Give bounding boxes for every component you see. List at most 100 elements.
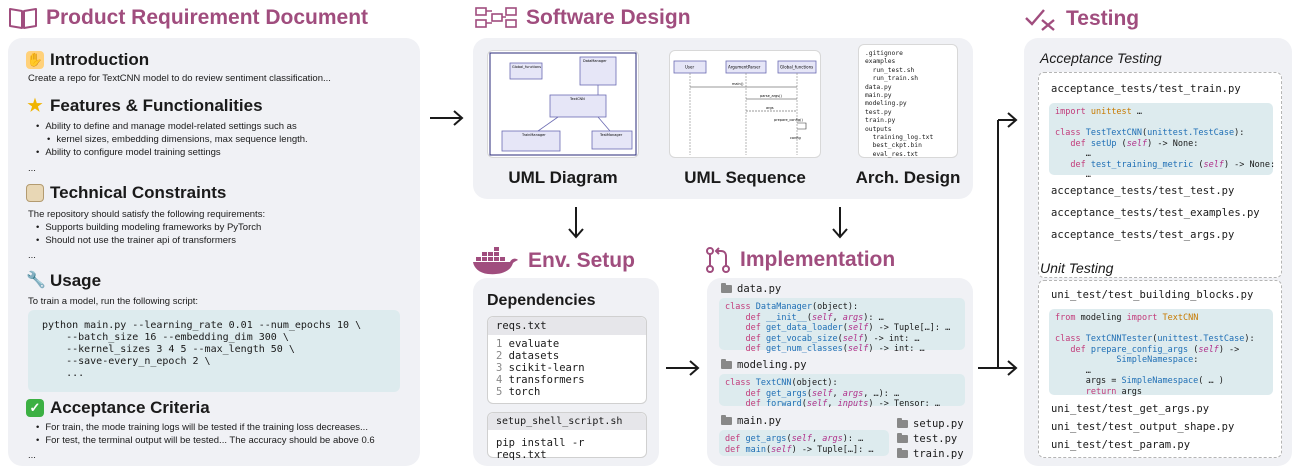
arch-design-label: Arch. Design: [855, 168, 961, 187]
train-file-label: train.py: [897, 448, 964, 460]
uml-class-name: TestManager: [599, 133, 623, 137]
seq-message: main(): [732, 82, 744, 86]
uml-diagram-figure: Global_functions DataManager TextCNN Tra…: [489, 52, 637, 156]
acceptance-more: ...: [28, 450, 36, 461]
usage-text: To train a model, run the following scri…: [28, 296, 199, 307]
uml-diagram-card: Global_functions DataManager TextCNN Tra…: [487, 50, 639, 158]
intro-heading: ✋ Introduction: [26, 50, 150, 69]
features-list: Ability to define and manage model-relat…: [36, 120, 308, 159]
constraints-item: Supports building modeling frameworks by…: [36, 221, 261, 234]
check-icon: ✓: [26, 399, 44, 417]
arrow-down-icon: [568, 207, 584, 239]
modeling-file-label: modeling.py: [721, 359, 807, 371]
test-file: uni_test/test_param.py: [1051, 439, 1191, 451]
arch-tree-item: test.py: [865, 108, 892, 116]
arch-tree-item: eval_res.txt: [865, 150, 919, 158]
uml-class-name: TrainManager: [521, 133, 546, 137]
arch-tree-item: run_train.sh: [865, 75, 919, 83]
acceptance-list: For train, the mode training logs will b…: [36, 421, 374, 447]
seq-message: parse_args(): [760, 94, 782, 98]
features-heading: ★ Features & Functionalities: [27, 96, 263, 115]
main-file-label: main.py: [721, 415, 781, 427]
features-item: Ability to define and manage model-relat…: [36, 120, 308, 133]
wave-icon: ✋: [26, 51, 44, 69]
uml-diagram-label: UML Diagram: [508, 168, 618, 187]
test-file: acceptance_tests/test_train.py: [1051, 83, 1241, 95]
dependencies-heading: Dependencies: [487, 292, 596, 309]
constraints-heading: Technical Constraints: [26, 183, 226, 203]
folder-icon: [897, 448, 908, 458]
reqs-list: 1 evaluate 2 datasets 3 scikit-learn 4 t…: [488, 335, 646, 401]
arch-tree-item: modeling.py: [865, 100, 907, 108]
req-item: 1 evaluate: [496, 338, 560, 350]
req-item: 3 scikit-learn: [496, 362, 585, 374]
arch-tree-item: outputs: [865, 125, 892, 133]
constraints-text: The repository should satisfy the follow…: [28, 209, 266, 220]
arch-tree-item: examples: [865, 58, 896, 66]
implementation-title: Implementation: [704, 246, 895, 274]
bracket-arrow: [978, 112, 1018, 376]
test-file: acceptance_tests/test_examples.py: [1051, 207, 1260, 219]
test-file: uni_test/test_output_shape.py: [1051, 421, 1235, 433]
implementation-panel: data.py class DataManager(object): def _…: [707, 278, 973, 466]
features-more: ...: [28, 163, 36, 174]
shell-command: pip install -r reqs.txt: [496, 437, 585, 461]
reqs-file-card: reqs.txt 1 evaluate 2 datasets 3 scikit-…: [487, 316, 647, 404]
arrow-right-icon: [430, 110, 464, 126]
unit-testing-heading: Unit Testing: [1040, 260, 1114, 276]
usage-heading: 🔧 Usage: [26, 271, 102, 290]
uml-sequence-figure: User ArgumentParser Global_functions mai…: [673, 60, 817, 155]
check-cross-icon: [1025, 9, 1055, 31]
intro-text: Create a repo for TextCNN model to do re…: [28, 73, 331, 84]
unit-tests-box: uni_test/test_building_blocks.py from mo…: [1038, 280, 1282, 458]
uml-sequence-card: User ArgumentParser Global_functions mai…: [669, 50, 821, 158]
usage-code: python main.py --learning_rate 0.01 --nu…: [28, 310, 400, 392]
folder-icon: [897, 418, 908, 428]
constraints-more: ...: [28, 250, 36, 261]
acceptance-item: For test, the terminal output will be te…: [36, 434, 374, 447]
data-code: class DataManager(object): def __init__(…: [719, 298, 965, 354]
reqs-file-name: reqs.txt: [488, 317, 646, 335]
main-code: def get_args(self, args): … def main(sel…: [719, 430, 889, 456]
req-item: 2 datasets: [496, 350, 560, 362]
arch-tree-item: best_ckpt.bin: [865, 142, 922, 150]
arch-tree-item: main.py: [865, 92, 892, 100]
test-building-blocks-code: from modeling import TextCNN class TextC…: [1049, 309, 1273, 397]
arrow-right-icon: [666, 360, 700, 376]
acceptance-tests-box: acceptance_tests/test_train.py import un…: [1038, 72, 1282, 278]
acceptance-testing-heading: Acceptance Testing: [1040, 50, 1162, 66]
shell-file-name: setup_shell_script.sh: [488, 413, 646, 430]
arch-tree-item: .gitignore: [865, 50, 903, 57]
env-setup-panel: Dependencies reqs.txt 1 evaluate 2 datas…: [473, 278, 659, 466]
prd-title: Product Requirement Document: [8, 6, 368, 30]
uml-class-name: TextCNN: [569, 97, 585, 101]
seq-actor: User: [685, 65, 694, 70]
testing-panel: Acceptance Testing acceptance_tests/test…: [1024, 38, 1292, 466]
seq-message: config: [790, 136, 801, 140]
req-item: 5 torch: [496, 386, 541, 398]
test-train-code: import unittest … class TestTextCNN(unit…: [1049, 103, 1275, 180]
data-file-label: data.py: [721, 283, 781, 295]
test-file-label: test.py: [897, 433, 957, 445]
test-file: uni_test/test_building_blocks.py: [1051, 289, 1254, 301]
software-design-title: Software Design: [474, 6, 691, 30]
clipboard-icon: [26, 184, 44, 202]
folder-icon: [897, 433, 908, 443]
seq-actor: ArgumentParser: [728, 65, 761, 70]
pull-request-icon: [706, 247, 730, 273]
star-icon: ★: [27, 96, 43, 115]
test-file: acceptance_tests/test_args.py: [1051, 229, 1235, 241]
constraints-item: Should not use the trainer api of transf…: [36, 234, 261, 247]
arrow-down-icon: [832, 207, 848, 239]
testing-title: Testing: [1024, 6, 1139, 32]
uml-class-name: Global_functions: [512, 65, 541, 69]
folder-icon: [721, 359, 732, 369]
constraints-list: Supports building modeling frameworks by…: [36, 221, 261, 247]
test-file: acceptance_tests/test_test.py: [1051, 185, 1235, 197]
docker-icon: [473, 247, 518, 275]
wrench-icon: 🔧: [26, 272, 46, 289]
features-item: Ability to configure model training sett…: [36, 146, 308, 159]
design-icon: [475, 7, 517, 28]
arch-tree-item: run_test.sh: [865, 66, 915, 74]
